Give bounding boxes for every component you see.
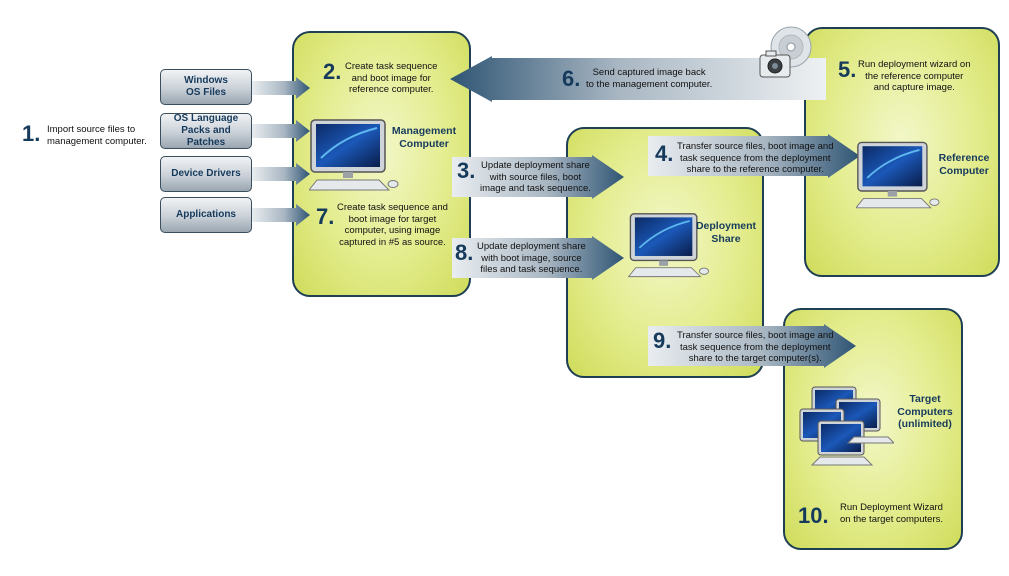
disc-camera-icon xyxy=(759,26,812,78)
step-4-text: Transfer source files, boot image and ta… xyxy=(677,141,834,175)
source-applications: Applications xyxy=(160,197,252,233)
source-arrow-2 xyxy=(252,120,310,142)
step-3-number: 3. xyxy=(457,158,476,183)
step-6-number: 6. xyxy=(562,66,581,91)
step-7-number: 7. xyxy=(316,204,335,229)
step-10-number: 10. xyxy=(798,503,829,528)
reference-monitor-icon xyxy=(856,141,940,209)
step-9-number: 9. xyxy=(653,328,672,353)
source-arrow-3 xyxy=(252,163,310,185)
step-2-number: 2. xyxy=(323,59,342,84)
target-computers-title: Target Computers (unlimited) xyxy=(897,393,953,430)
management-monitor-icon xyxy=(309,119,399,191)
step-7-text: Create task sequence and boot image for … xyxy=(337,202,448,248)
arrow-step-9 xyxy=(648,324,856,368)
management-computer-title: Management Computer xyxy=(391,125,457,150)
multi-monitor-icon xyxy=(799,386,894,466)
arrow-step-8 xyxy=(452,236,624,280)
arrow-step-6 xyxy=(450,56,826,102)
source-windows-os-files: Windows OS Files xyxy=(160,69,252,105)
step-2-text: Create task sequence and boot image for … xyxy=(345,61,438,95)
step-5-number: 5. xyxy=(838,57,857,82)
step-5-text: Run deployment wizard on the reference c… xyxy=(858,59,971,93)
step-8-text: Update deployment share with boot image,… xyxy=(477,241,586,275)
step-1-text: Import source files to management comput… xyxy=(47,124,147,147)
step-10-text: Run Deployment Wizard on the target comp… xyxy=(840,502,943,525)
source-arrow-4 xyxy=(252,204,310,226)
arrow-step-3 xyxy=(452,155,624,199)
deployment-share-title: Deployment Share xyxy=(695,220,757,245)
source-device-drivers: Device Drivers xyxy=(160,156,252,192)
step-4-number: 4. xyxy=(655,141,674,166)
source-os-language-packs: OS Language Packs and Patches xyxy=(160,113,252,149)
arrow-step-4 xyxy=(648,134,860,178)
step-9-text: Transfer source files, boot image and ta… xyxy=(677,330,834,364)
step-1-number: 1. xyxy=(22,121,41,146)
deployment-monitor-icon xyxy=(627,213,709,278)
reference-computer-title: Reference Computer xyxy=(938,152,990,177)
step-6-text: Send captured image back to the manageme… xyxy=(586,67,713,90)
source-arrow-1 xyxy=(252,77,310,99)
step-8-number: 8. xyxy=(455,240,474,265)
step-3-text: Update deployment share with source file… xyxy=(480,160,591,194)
